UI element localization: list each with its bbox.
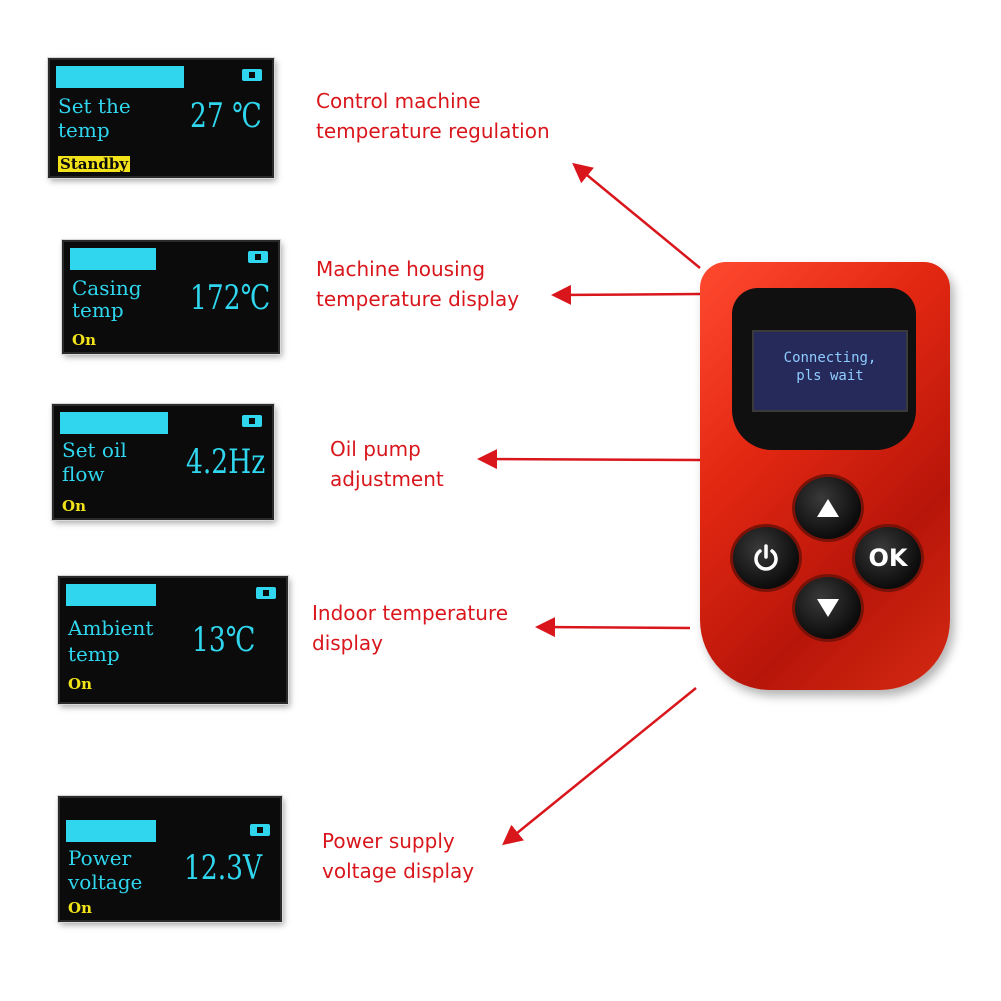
screen-value: 4.2Hz	[186, 442, 266, 482]
callout-control-temp: Control machine temperature regulation	[316, 86, 550, 146]
screen-status: On	[72, 331, 96, 349]
callout-power-voltage: Power supply voltage display	[322, 826, 474, 886]
heater-controller: Connecting, pls wait OK	[700, 262, 956, 694]
screen-casing-temp: Casing temp 172℃ On	[62, 240, 280, 354]
device-lcd: Connecting, pls wait	[752, 330, 908, 412]
screen-value: 13℃	[192, 620, 256, 660]
battery-icon	[242, 69, 262, 81]
callout-line-1: Indoor temperature	[312, 601, 509, 625]
screen-set-temp: Set the temp 27 ℃ Standby	[48, 58, 274, 178]
arrow-control-temp	[572, 162, 701, 269]
battery-icon	[248, 251, 268, 263]
callout-line-2: temperature regulation	[316, 119, 550, 143]
screen-status: On	[68, 899, 92, 917]
arrow-indoor-temp	[535, 617, 691, 638]
screen-line-1: Casing	[72, 276, 142, 300]
screen-power-voltage: Power voltage 12.3V On	[58, 796, 282, 922]
screen-line-1: Set oil	[62, 438, 127, 462]
title-bar	[56, 66, 184, 88]
battery-icon	[250, 824, 270, 836]
screen-line-1: Set the	[58, 94, 131, 118]
lcd-line-1: Connecting,	[783, 350, 877, 366]
callout-oil-pump: Oil pump adjustment	[330, 434, 444, 494]
screen-value: 27 ℃	[190, 96, 262, 136]
callout-housing-temp: Machine housing temperature display	[316, 254, 519, 314]
callout-line-1: Control machine	[316, 89, 481, 113]
screen-oil-flow: Set oil flow 4.2Hz On	[52, 404, 274, 520]
screen-status: Standby	[58, 155, 131, 173]
callout-line-2: voltage display	[322, 859, 475, 883]
screen-line-1: Power	[68, 846, 132, 870]
title-bar	[60, 412, 168, 434]
ok-label: OK	[868, 544, 908, 572]
power-button[interactable]	[730, 524, 802, 592]
up-button[interactable]	[792, 474, 864, 542]
screen-value: 12.3V	[184, 848, 263, 888]
down-button[interactable]	[792, 574, 864, 642]
callout-line-2: display	[312, 631, 384, 655]
screen-ambient-temp: Ambient temp 13℃ On	[58, 576, 288, 704]
battery-icon	[256, 587, 276, 599]
battery-icon	[242, 415, 262, 427]
callout-line-2: adjustment	[330, 467, 444, 491]
title-bar	[66, 584, 156, 606]
callout-line-2: temperature display	[316, 287, 520, 311]
screen-line-2: temp	[72, 298, 124, 322]
arrow-power-voltage	[502, 687, 697, 846]
callout-line-1: Power supply	[322, 829, 455, 853]
arrow-housing-temp	[551, 284, 701, 305]
screen-value: 172℃	[190, 278, 271, 318]
screen-line-1: Ambient	[68, 616, 154, 640]
screen-line-2: temp	[58, 118, 110, 142]
lcd-line-2: pls wait	[796, 368, 864, 384]
power-icon	[754, 544, 778, 571]
callout-line-1: Oil pump	[330, 437, 421, 461]
screen-line-2: voltage	[68, 870, 143, 894]
screen-line-2: temp	[68, 642, 120, 666]
title-bar	[66, 820, 156, 842]
screen-status: On	[68, 675, 92, 693]
triangle-up-icon	[817, 499, 839, 517]
callout-indoor-temp: Indoor temperature display	[312, 598, 508, 658]
arrow-oil-pump	[477, 449, 701, 470]
screen-status: On	[62, 497, 86, 515]
title-bar	[70, 248, 156, 270]
screen-line-2: flow	[62, 462, 105, 486]
ok-button[interactable]: OK	[852, 524, 924, 592]
callout-line-1: Machine housing	[316, 257, 486, 281]
triangle-down-icon	[817, 599, 839, 617]
